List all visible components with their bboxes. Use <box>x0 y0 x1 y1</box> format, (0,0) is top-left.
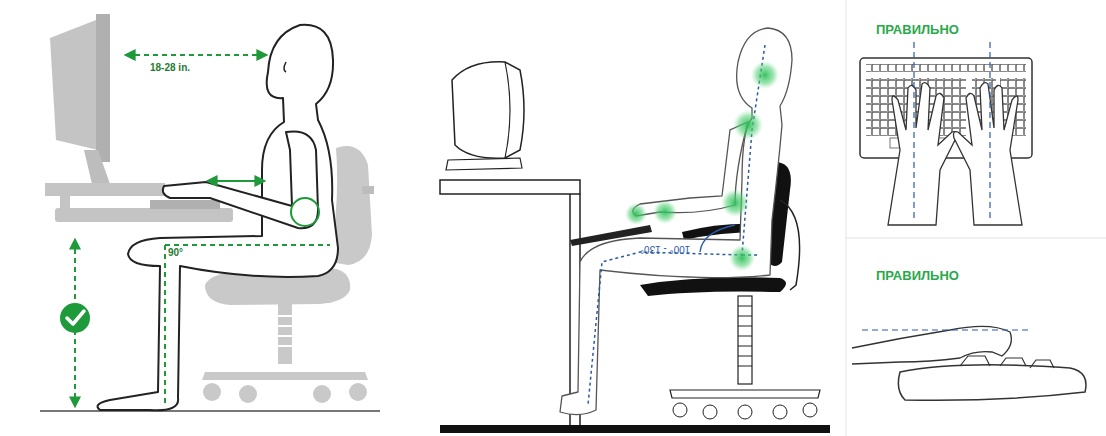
forearm-arrow <box>208 180 264 182</box>
monitor-back <box>50 20 98 150</box>
left-hand <box>888 83 957 225</box>
chair-base <box>670 390 820 398</box>
distance-arrow <box>126 54 266 56</box>
chair-base <box>202 372 368 380</box>
person-arm <box>163 131 318 228</box>
chair-seat <box>640 277 786 296</box>
hand-side <box>852 326 1011 364</box>
hip-glow <box>729 245 755 271</box>
angle-arc <box>700 225 735 252</box>
crt-monitor <box>452 62 524 158</box>
chair-column <box>278 304 292 364</box>
panel-three <box>846 0 1106 436</box>
keys-side <box>960 356 1054 368</box>
keyboard-tray <box>55 208 233 222</box>
keyboard-side <box>898 365 1086 401</box>
person-arm <box>633 122 748 216</box>
spine-line <box>588 45 765 405</box>
panel-two <box>440 28 830 433</box>
right-hand <box>954 83 1023 225</box>
desk-top <box>440 180 580 194</box>
keyboard <box>150 200 220 209</box>
chair-frame <box>780 200 800 290</box>
panel-one <box>40 14 380 411</box>
wrist-glow <box>625 203 647 225</box>
shin-guide <box>164 245 166 406</box>
floor-bar <box>440 425 830 433</box>
elbow-glow <box>721 189 749 217</box>
monitor-base <box>446 158 522 170</box>
wrist-level-guide <box>862 329 1030 330</box>
chair-knob <box>362 186 374 194</box>
chair-column-rings <box>276 316 294 346</box>
wrist-guide-right <box>989 42 990 222</box>
heading-label: ПРАВИЛЬНО <box>876 22 959 37</box>
chair-column <box>738 296 752 384</box>
heading-label: ПРАВИЛЬНО <box>876 268 959 283</box>
check-mark <box>67 311 84 324</box>
shoulder-glow <box>733 110 763 140</box>
floor-line <box>40 410 380 412</box>
neck-glow <box>751 61 779 89</box>
forearm-glow <box>653 200 677 224</box>
angle-label: 100° - 130° <box>640 244 690 255</box>
person-ear <box>284 62 286 72</box>
elbow-circle <box>291 198 319 226</box>
angle-label: 90° <box>168 247 183 258</box>
dimension-label: 18-28 in. <box>150 62 190 73</box>
person-body <box>560 28 792 415</box>
thigh-guide <box>165 244 330 246</box>
desk-top <box>45 183 165 196</box>
desk-leg <box>60 196 70 210</box>
monitor-screen <box>96 14 110 162</box>
person-body <box>98 25 338 410</box>
wrist-guide-left <box>913 42 914 222</box>
check-circle <box>60 303 90 333</box>
monitor-stand <box>84 150 110 184</box>
